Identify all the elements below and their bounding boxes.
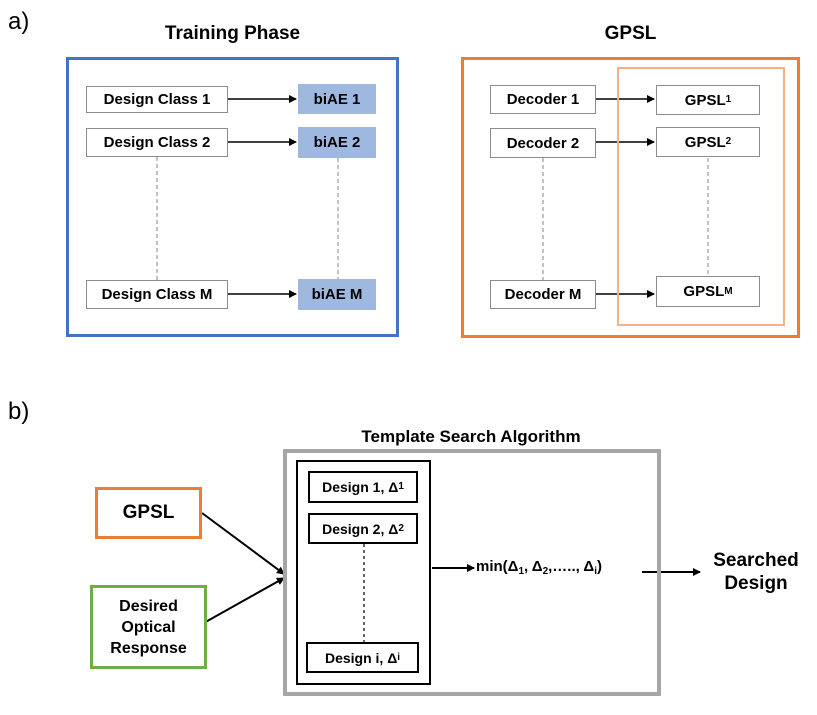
desired-optical-response-box: Desired Optical Response xyxy=(90,585,207,669)
min-sub-i: i xyxy=(594,566,597,577)
min-delta-expression: min(Δ1, Δ2,….., Δi) xyxy=(476,558,602,577)
min-mid-2: ,….., Δ xyxy=(548,558,595,575)
biae-2-box: biAE 2 xyxy=(298,127,376,158)
min-post: ) xyxy=(596,558,602,575)
gpsl-panel-title: GPSL xyxy=(604,23,657,44)
biae-m-box: biAE M xyxy=(298,279,376,310)
design-2-label: Design 2, Δ xyxy=(322,520,399,537)
min-mid-1: , Δ xyxy=(524,558,543,575)
desired-line-3: Response xyxy=(110,639,187,657)
gpsl-library-frame xyxy=(617,67,785,326)
min-sub-2: 2 xyxy=(542,566,549,577)
desired-line-2: Optical xyxy=(121,618,176,636)
gpsl-1-label: GPSL xyxy=(684,91,726,109)
tsa-frame xyxy=(283,449,661,696)
output-line-1: Searched xyxy=(713,550,799,571)
decoder-m-box: Decoder M xyxy=(490,280,596,309)
gpsl-panel-frame xyxy=(461,57,800,338)
min-pre: min(Δ xyxy=(476,558,519,575)
arrow-desired-to-tsa xyxy=(201,577,285,625)
decoder-2-box: Decoder 2 xyxy=(490,128,596,158)
output-line-2: Design xyxy=(724,573,788,594)
panel-a-label: a) xyxy=(8,8,30,35)
searched-design-output: Searched Design xyxy=(704,549,808,595)
training-phase-title: Training Phase xyxy=(164,23,301,44)
desired-line-1: Desired xyxy=(119,597,178,615)
biae-1-box: biAE 1 xyxy=(298,84,376,114)
panel-b-label: b) xyxy=(8,398,30,425)
gpsl-2-label: GPSL xyxy=(684,133,726,151)
arrow-gpsl-to-tsa xyxy=(201,512,285,575)
tsa-title: Template Search Algorithm xyxy=(361,427,581,446)
design-1-label: Design 1, Δ xyxy=(322,479,399,495)
design-i-label: Design i, Δ xyxy=(324,649,398,666)
gpsl-input-box: GPSL xyxy=(95,487,202,539)
design-class-2-box: Design Class 2 xyxy=(86,128,228,157)
min-sub-1: 1 xyxy=(518,566,525,577)
design-class-1-box: Design Class 1 xyxy=(86,86,228,113)
training-phase-frame xyxy=(66,57,399,337)
decoder-1-box: Decoder 1 xyxy=(490,85,596,114)
gpsl-m-label: GPSL xyxy=(683,283,725,300)
design-list-frame xyxy=(296,460,431,685)
design-class-m-box: Design Class M xyxy=(86,280,228,309)
